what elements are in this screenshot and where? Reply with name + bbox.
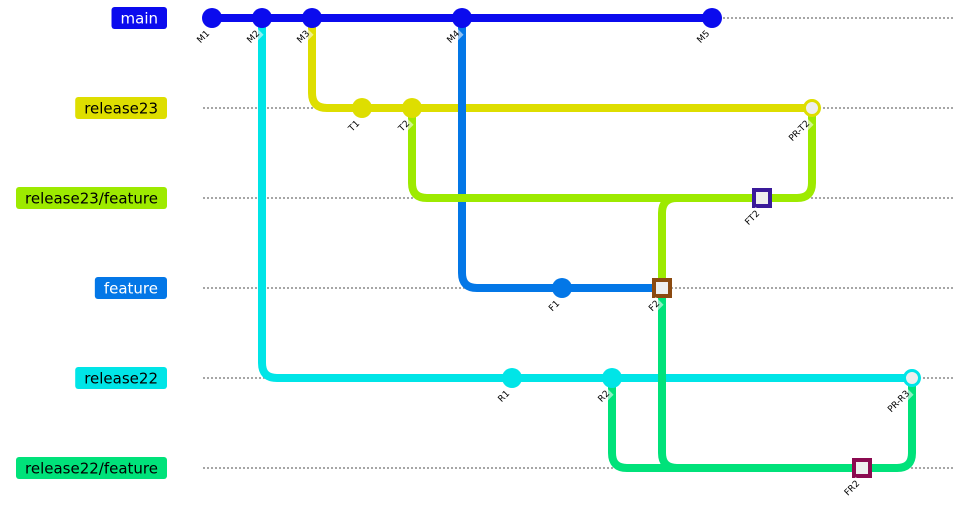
commit-m4: M4 xyxy=(443,8,472,47)
edge-r2-to-fr2 xyxy=(608,374,866,472)
edge-ft2-to-pr-t2 xyxy=(758,104,816,202)
edge-fr2-to-pr-r3 xyxy=(858,374,916,472)
edge-t2-to-ft2 xyxy=(408,104,766,202)
commit-marker xyxy=(852,458,872,478)
commit-ft2: FT2 xyxy=(739,188,772,231)
commit-r2: R2 xyxy=(593,368,622,407)
branch-label-main: main xyxy=(111,7,167,29)
commit-r1: R1 xyxy=(493,368,522,407)
commit-marker xyxy=(552,278,572,298)
branch-labels: main release23 release23/feature feature rel… xyxy=(16,7,167,479)
branch-label-text: feature xyxy=(104,280,158,298)
branch-label-bg xyxy=(75,97,167,119)
branch-label-bg xyxy=(94,277,167,299)
edge-m4-to-f1 xyxy=(458,14,566,292)
commit-m3: M3 xyxy=(293,8,322,47)
branch-label-text: release22 xyxy=(84,370,158,388)
commit-fr2: FR2 xyxy=(839,458,872,501)
commit-m2: M2 xyxy=(243,8,272,47)
branch-label-release22: release22 xyxy=(75,367,167,389)
commit-marker xyxy=(252,8,272,28)
branch-label-text: release22/feature xyxy=(25,460,158,478)
branch-label-bg xyxy=(16,457,167,479)
branch-label-release23: release23 xyxy=(75,97,167,119)
commit-marker xyxy=(352,98,372,118)
commit-marker xyxy=(202,8,222,28)
branch-label-text: release23 xyxy=(84,100,158,118)
branch-label-release22-feature: release22/feature xyxy=(16,457,167,479)
branch-label-text: release23/feature xyxy=(25,190,158,208)
commit-t1: T1 xyxy=(343,98,372,137)
branch-label-release23-feature: release23/feature xyxy=(16,187,167,209)
commit-marker xyxy=(752,188,772,208)
edge-f2-to-fr2 xyxy=(658,284,866,472)
commit-marker xyxy=(452,8,472,28)
edge-f2-to-ft2 xyxy=(658,194,766,292)
commit-marker xyxy=(702,8,722,28)
commit-marker xyxy=(602,368,622,388)
branch-edges xyxy=(208,14,916,472)
commit-f2: F2 xyxy=(643,278,672,317)
branch-label-feature: feature xyxy=(94,277,167,299)
commit-marker xyxy=(502,368,522,388)
commit-t2: T2 xyxy=(393,98,422,137)
edge-m3-to-t1 xyxy=(308,14,366,112)
branch-label-bg xyxy=(75,367,167,389)
commit-m1: M1 xyxy=(193,8,222,47)
commit-f1: F1 xyxy=(543,278,572,317)
edge-m2-to-r1 xyxy=(258,14,516,382)
branch-label-bg xyxy=(111,7,167,29)
commit-marker xyxy=(652,278,672,298)
commit-marker xyxy=(903,369,921,387)
commit-marker xyxy=(803,99,821,117)
branch-label-bg xyxy=(16,187,167,209)
commit-marker xyxy=(402,98,422,118)
commit-marker xyxy=(302,8,322,28)
commit-m5: M5 xyxy=(693,8,722,47)
branch-label-text: main xyxy=(121,10,158,28)
